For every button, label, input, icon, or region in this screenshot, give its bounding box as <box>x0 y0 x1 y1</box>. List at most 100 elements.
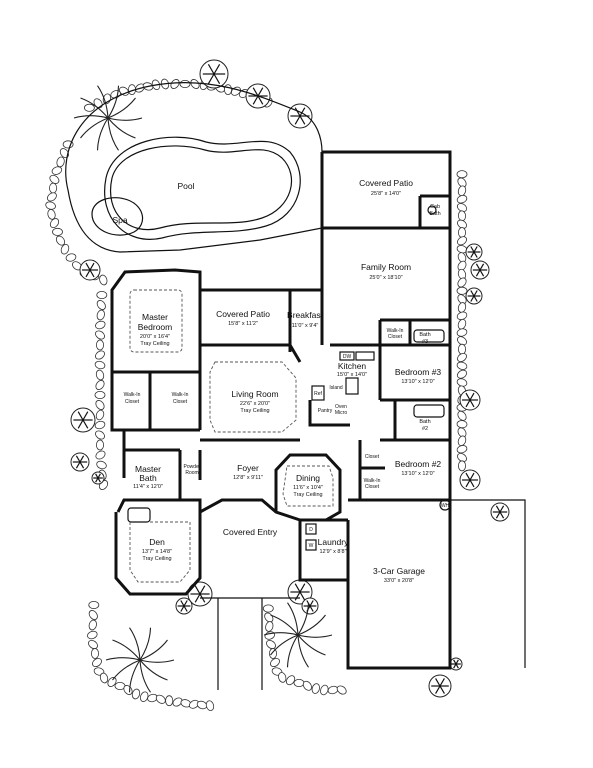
palm-frond <box>96 117 109 151</box>
shrub-line <box>294 115 301 125</box>
rock <box>102 93 112 105</box>
shrub-line <box>82 419 89 429</box>
shrub-line <box>194 585 201 595</box>
shrub-line <box>435 678 441 687</box>
shrub-line <box>79 455 85 463</box>
rock <box>278 672 287 683</box>
shrub-line <box>252 87 259 97</box>
rock <box>457 318 467 330</box>
rock <box>95 320 106 330</box>
rock <box>88 619 97 631</box>
spa-outline <box>91 197 144 236</box>
rock <box>96 460 107 470</box>
palm-frond <box>297 634 309 668</box>
rock <box>51 166 63 175</box>
rock <box>264 631 276 640</box>
shrub-line <box>89 262 95 271</box>
spa-label: Spa <box>112 215 127 225</box>
rock <box>458 460 467 472</box>
shrub-line <box>473 290 478 297</box>
master-bedroom-label-2: Bedroom <box>138 322 173 332</box>
washer-label: W <box>309 543 314 549</box>
bedroom-2-label: Bedroom #2 <box>395 459 442 469</box>
rock <box>456 170 468 179</box>
rock <box>94 420 106 430</box>
garage-label: 3-Car Garage <box>373 566 425 576</box>
shrub-line <box>499 511 505 519</box>
rock <box>456 203 468 212</box>
walk-in-closet-master-2-label-2: Closet <box>173 399 188 405</box>
pantry-label: Pantry <box>318 408 333 414</box>
palm-frond <box>129 627 141 661</box>
palm-frond <box>286 634 299 668</box>
rock <box>96 439 105 451</box>
den-note: Tray Ceiling <box>142 556 171 562</box>
palm-tree-pool <box>73 85 143 151</box>
shrub-line <box>213 73 221 84</box>
cab-bath-label-1: Cab <box>430 204 440 210</box>
rock <box>170 79 180 89</box>
shrub-line <box>95 477 99 483</box>
palm-frond <box>139 659 175 663</box>
rock <box>84 103 95 112</box>
rock <box>457 210 467 222</box>
rock <box>456 369 468 379</box>
shrub-line <box>299 583 306 593</box>
shrub-line <box>89 269 95 278</box>
breakfast-label: Breakfast <box>287 310 324 320</box>
shrub-line <box>465 479 471 488</box>
pool-coping <box>104 136 301 240</box>
rock <box>45 201 56 210</box>
rock <box>190 79 200 89</box>
rock <box>55 235 66 246</box>
palm-frond <box>297 614 326 636</box>
rock <box>88 601 100 610</box>
rock <box>302 680 312 691</box>
rock <box>223 84 232 95</box>
shrub-line <box>479 263 485 271</box>
rock <box>268 648 277 659</box>
shrub-line <box>213 64 221 75</box>
shrub-line <box>465 399 471 408</box>
interior-walls <box>112 194 450 522</box>
rock <box>131 688 141 700</box>
rock-border-pool <box>45 78 273 286</box>
shrub-line <box>455 659 459 665</box>
rock <box>96 300 106 310</box>
bedroom-2-dim: 13'10" x 12'0" <box>401 471 434 477</box>
walk-in-closet-bed3-label-2: Closet <box>388 334 403 340</box>
shrub-line <box>207 64 215 75</box>
shrub-line <box>180 600 185 607</box>
palm-frond <box>297 602 310 636</box>
rock <box>96 309 105 321</box>
family-room-dim: 25'0" x 18'10" <box>369 275 402 281</box>
shrub-line <box>495 505 501 513</box>
shrub-line <box>435 685 441 694</box>
rock <box>96 339 105 351</box>
rock <box>172 697 183 707</box>
rock <box>456 445 468 454</box>
rock <box>49 174 60 184</box>
shrubs <box>70 59 510 698</box>
shrub-line <box>473 246 478 253</box>
rock <box>270 657 280 668</box>
living-room-label: Living Room <box>231 389 278 399</box>
rock <box>95 450 106 460</box>
covered-patio-rear-dim: 25'8" x 14'0" <box>371 191 401 197</box>
palm-frond <box>80 97 109 119</box>
rock <box>92 657 102 668</box>
palm-frond <box>287 602 299 636</box>
walk-in-closet-bed3-label-1: Walk-In <box>387 328 404 334</box>
cab-bath-label-2: Bath <box>429 211 440 217</box>
rock <box>95 400 105 410</box>
water-heater-label: WH <box>441 503 450 509</box>
walk-in-closet-bed2-label-1: Walk-In <box>364 478 381 484</box>
rock <box>457 352 467 363</box>
closet-bed2-label: Closet <box>365 454 380 460</box>
palm-frond <box>139 639 168 661</box>
rock <box>94 360 106 370</box>
shrub-line <box>455 663 459 669</box>
shrub-line <box>85 262 91 271</box>
shrub-line <box>439 678 445 687</box>
master-bedroom-dim: 20'0" x 16'4" <box>140 334 170 340</box>
